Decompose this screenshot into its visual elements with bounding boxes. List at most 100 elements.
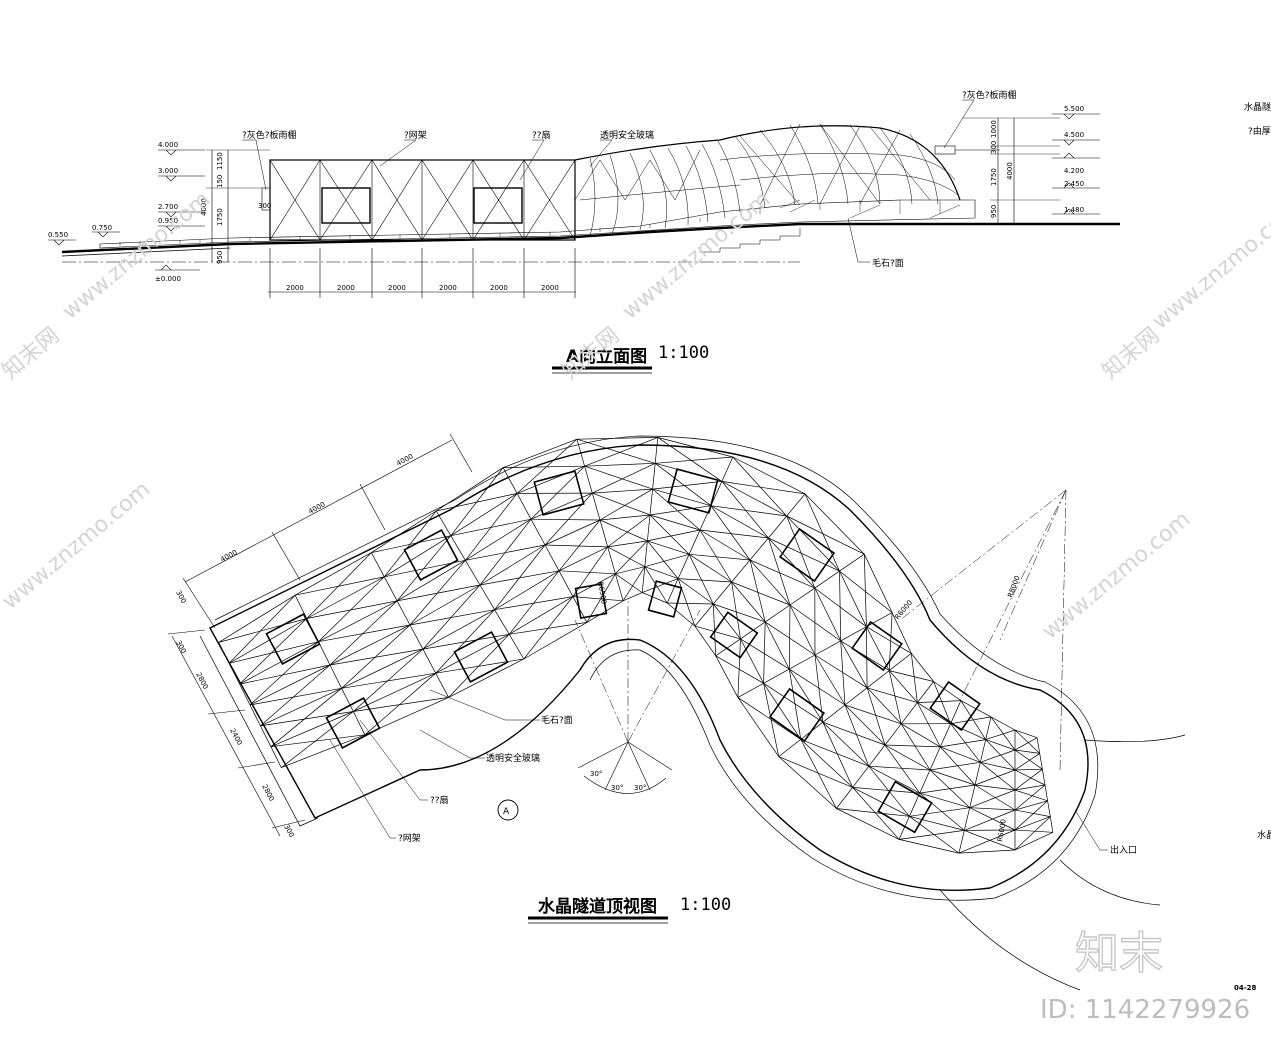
lattice-member [958, 830, 965, 854]
lattice-member [866, 612, 893, 628]
plan-label-glass: 透明安全玻璃 [486, 752, 540, 764]
lattice-member [249, 687, 342, 706]
plan-label-space-frame: ?网架 [398, 833, 421, 844]
lattice-member [384, 510, 437, 578]
lattice-member [1036, 737, 1041, 754]
elev-levels-left: 4.000 3.000 2.700 0.950 0.750 0.550 ±0.0… [48, 141, 181, 283]
plan-title: 水晶隧道顶视图 [538, 896, 657, 917]
level-right-4: 2.450 [1064, 180, 1084, 188]
lattice-member [239, 641, 319, 685]
lattice-member [786, 515, 816, 589]
lattice-member [218, 642, 230, 664]
lattice-member [958, 849, 1016, 854]
lattice-member [1014, 753, 1040, 771]
lattice-member [969, 807, 1016, 811]
lattice-member [422, 609, 495, 650]
lattice-member [688, 554, 732, 583]
lattice-member [479, 584, 495, 610]
lattice-member [778, 739, 802, 757]
lattice-member [592, 492, 651, 516]
lattice-member [572, 596, 624, 602]
dim-vr-5: 950 [990, 205, 998, 218]
lattice-member [789, 668, 824, 723]
lattice-member [900, 723, 931, 771]
lattice-member [839, 570, 867, 627]
lattice-member [788, 604, 791, 670]
plan-vent-panels [265, 468, 981, 834]
lattice-member [694, 603, 714, 627]
elev-label-space-frame: ?网架 [404, 130, 427, 141]
lattice-member [657, 437, 723, 482]
lattice-member [731, 559, 751, 583]
lattice-member [866, 626, 912, 654]
lattice-member [649, 505, 711, 516]
lattice-member [964, 809, 1016, 831]
watermark-site-5: www.znzmo.com [1038, 507, 1195, 645]
lattice-member [436, 467, 504, 512]
dim-bottom-1: 2000 [286, 284, 304, 292]
lattice-member [654, 463, 712, 506]
lattice-member [435, 609, 495, 674]
lattice-member [1014, 784, 1046, 811]
lattice-member [844, 704, 886, 746]
lattice-member [508, 634, 525, 660]
lattice-member [1014, 800, 1048, 811]
lattice-member [737, 682, 764, 698]
lattice-member [1014, 749, 1043, 770]
lattice-member [868, 765, 920, 794]
lattice-member [1014, 816, 1051, 851]
lattice-member [558, 570, 616, 575]
lattice-member [969, 789, 1016, 809]
plan-dim-top-1: 4000 [219, 548, 238, 563]
lattice-member [270, 746, 282, 768]
lattice-member [677, 578, 696, 627]
lattice-member [768, 537, 840, 572]
plan-angle-3: 30° [634, 784, 646, 792]
lattice-member [1014, 829, 1053, 833]
lattice-member [888, 670, 918, 703]
lattice-member [789, 587, 815, 606]
lattice-member [814, 654, 846, 706]
lattice-member [884, 744, 931, 771]
lattice-member [586, 573, 616, 623]
lattice-member [990, 716, 1016, 751]
lattice-member [844, 704, 870, 767]
lattice-member [249, 664, 331, 706]
lattice-member [1042, 769, 1046, 786]
lattice-member [768, 537, 816, 589]
lattice-member [721, 481, 787, 517]
elev-levels-right: 5.500 4.500 4.200 2.450 1.480 [1064, 105, 1084, 214]
lattice-member [260, 687, 342, 727]
lattice-member [889, 670, 934, 682]
lattice-member [1044, 784, 1048, 801]
lattice-member [765, 604, 791, 623]
lattice-member [731, 581, 741, 639]
lattice-member [710, 481, 723, 506]
plan-radius-2: R6000 [893, 599, 914, 622]
lattice-member [615, 573, 624, 601]
lattice-member [1014, 800, 1048, 831]
plan-dim-left-6: 300 [282, 823, 295, 839]
lattice-member [465, 518, 532, 561]
plan-dim-left-5: 2800 [260, 783, 275, 802]
elevation-drawing [48, 99, 1120, 374]
lattice-member [558, 519, 601, 572]
lattice-member [576, 439, 585, 467]
lattice-member [652, 488, 701, 531]
lattice-member [341, 672, 436, 689]
lattice-member [341, 624, 411, 689]
lattice-member [1014, 749, 1040, 754]
lattice-member [1014, 809, 1051, 817]
lattice-member [479, 518, 532, 586]
lattice-member [901, 723, 941, 748]
lattice-member [318, 641, 331, 666]
lattice-member [909, 792, 921, 817]
lattice-member [863, 554, 867, 627]
lattice-member [329, 624, 411, 666]
lattice-member [712, 603, 717, 656]
lattice-member [341, 688, 354, 712]
lattice-member [911, 653, 934, 682]
lattice-member [822, 721, 886, 746]
lattice-member [985, 739, 1016, 771]
lattice-member [822, 722, 853, 788]
